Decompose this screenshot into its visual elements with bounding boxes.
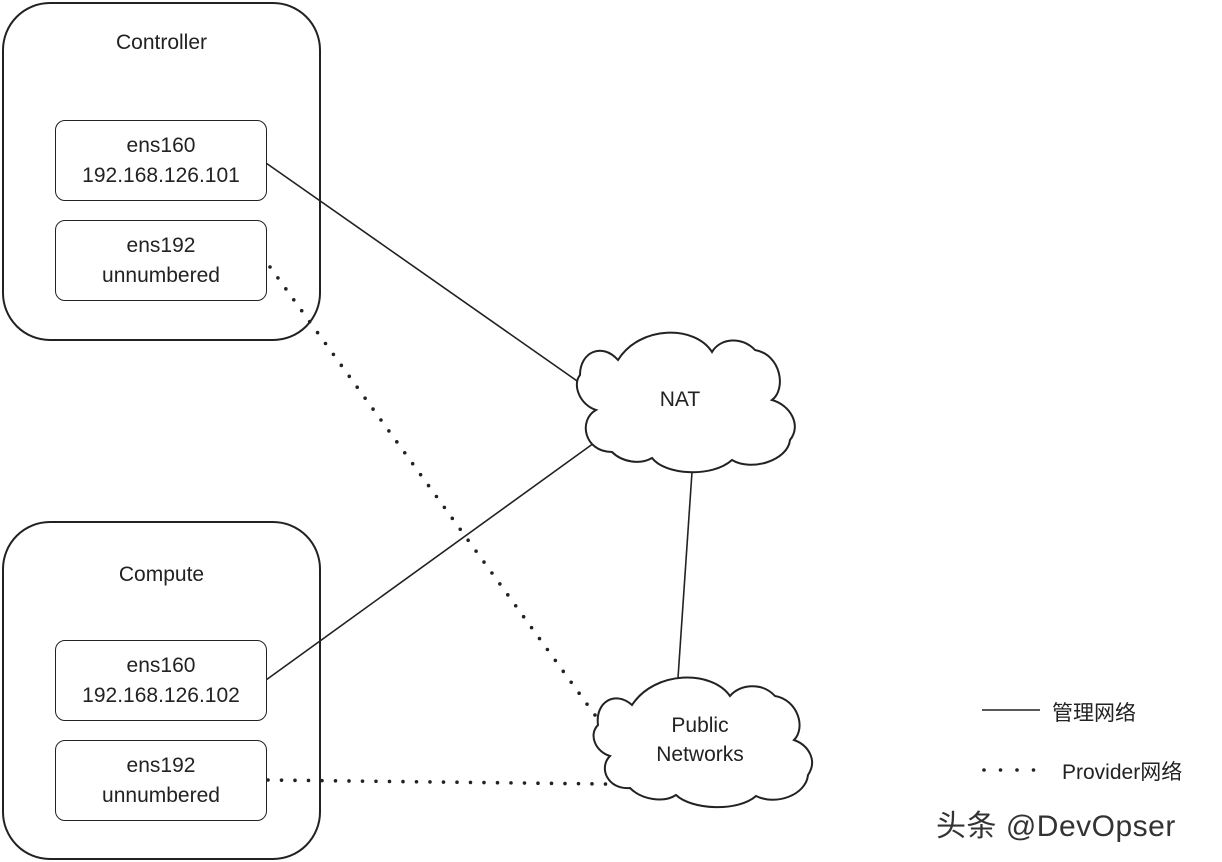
interface-address: unnumbered (102, 783, 220, 807)
compute-host-title: Compute (118, 563, 205, 586)
legend-management-network-label: 管理网络 (1052, 702, 1136, 725)
controller-host-title: Controller (115, 31, 208, 54)
compute-ens192-interface[interactable]: ens192 unnumbered (55, 740, 267, 821)
edge-controller-ens192-to-public (268, 265, 602, 724)
nat-label-text: NAT (659, 388, 701, 411)
controller-ens192-interface[interactable]: ens192 unnumbered (55, 220, 267, 301)
interface-address: 192.168.126.102 (82, 683, 240, 707)
edge-controller-ens160-to-nat (265, 162, 581, 384)
edge-nat-to-public (677, 471, 693, 679)
watermark-text: 头条 @DevOpser (936, 810, 1176, 843)
compute-ens160-interface[interactable]: ens160 192.168.126.102 (55, 640, 267, 721)
public-label-line-1: Public (671, 714, 729, 737)
interface-address: unnumbered (102, 263, 220, 287)
public-networks-cloud-label: Public Networks (630, 711, 770, 769)
interface-address: 192.168.126.101 (82, 163, 240, 187)
public-label-line-2: Networks (656, 743, 744, 766)
interface-name: ens192 (126, 233, 196, 257)
nat-cloud-shape[interactable] (575, 331, 796, 474)
controller-ens160-interface[interactable]: ens160 192.168.126.101 (55, 120, 267, 201)
interface-name: ens160 (126, 133, 196, 157)
nat-cloud-label: NAT (630, 385, 730, 414)
controller-host-box[interactable]: Controller (2, 2, 321, 341)
interface-name: ens160 (126, 653, 196, 677)
interface-name: ens192 (126, 753, 196, 777)
compute-host-box[interactable]: Compute (2, 521, 321, 860)
legend-provider-network-label: Provider网络 (1062, 761, 1183, 784)
public-networks-cloud-shape[interactable] (592, 676, 813, 809)
